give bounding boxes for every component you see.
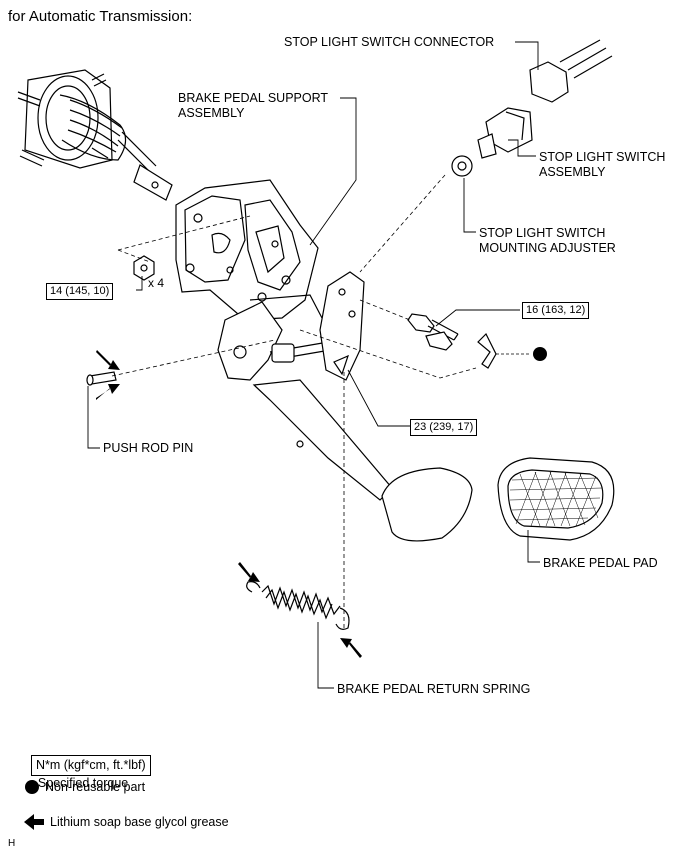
brake-pedal-arm-part <box>217 301 393 501</box>
diagram-title: for Automatic Transmission: <box>8 8 193 25</box>
corner-mark: H <box>8 838 16 849</box>
label-stop-light-switch-assembly: STOP LIGHT SWITCH ASSEMBLY <box>539 150 666 179</box>
legend-grease-text: Lithium soap base glycol grease <box>50 815 229 829</box>
label-brake-pedal-support-assembly: BRAKE PEDAL SUPPORT ASSEMBLY <box>178 91 329 120</box>
clip-part <box>477 332 497 369</box>
non-reusable-dot-icon <box>533 347 547 361</box>
mounting-adjuster-part <box>451 155 473 177</box>
grease-arrow-icon <box>96 384 120 400</box>
label-stop-light-switch-mounting-adjuster: STOP LIGHT SWITCH MOUNTING ADJUSTER <box>479 226 616 255</box>
label-brake-pedal-pad: BRAKE PEDAL PAD <box>543 556 658 570</box>
pedal-end-part <box>381 467 473 542</box>
grease-arrows <box>96 350 362 658</box>
bolt-part <box>407 313 459 351</box>
legend-torque-text: : Specified torque <box>30 776 129 790</box>
assembly-lines <box>111 174 477 630</box>
pedal-support-bracket-part <box>175 179 323 321</box>
label-stop-light-switch-connector: STOP LIGHT SWITCH CONNECTOR <box>284 35 495 49</box>
brake-pedal-pad-part <box>497 457 615 541</box>
push-rod-pin-part <box>86 371 117 386</box>
return-spring-part <box>246 581 350 630</box>
stop-lamp-bracket-part <box>319 271 365 381</box>
brake-booster-part <box>17 69 173 201</box>
legend-grease-arrow-icon <box>24 814 44 830</box>
grease-arrow-icon <box>238 562 260 582</box>
quantity-label: x 4 <box>148 276 165 290</box>
grease-arrow-icon <box>96 350 120 370</box>
label-push-rod-pin: PUSH ROD PIN <box>103 441 194 455</box>
nut-part <box>133 255 155 281</box>
torque-box-nut: 14 (145, 10) <box>46 283 114 300</box>
label-brake-pedal-return-spring: BRAKE PEDAL RETURN SPRING <box>337 682 531 696</box>
stop-light-switch-part <box>477 107 533 159</box>
grease-arrow-icon <box>340 638 362 658</box>
leader-lines <box>87 41 540 689</box>
legend-torque-box: N*m (kgf*cm, ft.*lbf) <box>30 755 151 776</box>
legend-non-reusable-text: Non-reusable part <box>45 780 146 794</box>
torque-box-bolt: 16 (163, 12) <box>522 302 590 319</box>
legend-non-reusable-icon <box>25 780 39 794</box>
torque-box-pivot: 23 (239, 17) <box>410 419 478 436</box>
connector-part <box>529 39 613 103</box>
legend-torque: N*m (kgf*cm, ft.*lbf) : Specified torque <box>24 740 151 791</box>
